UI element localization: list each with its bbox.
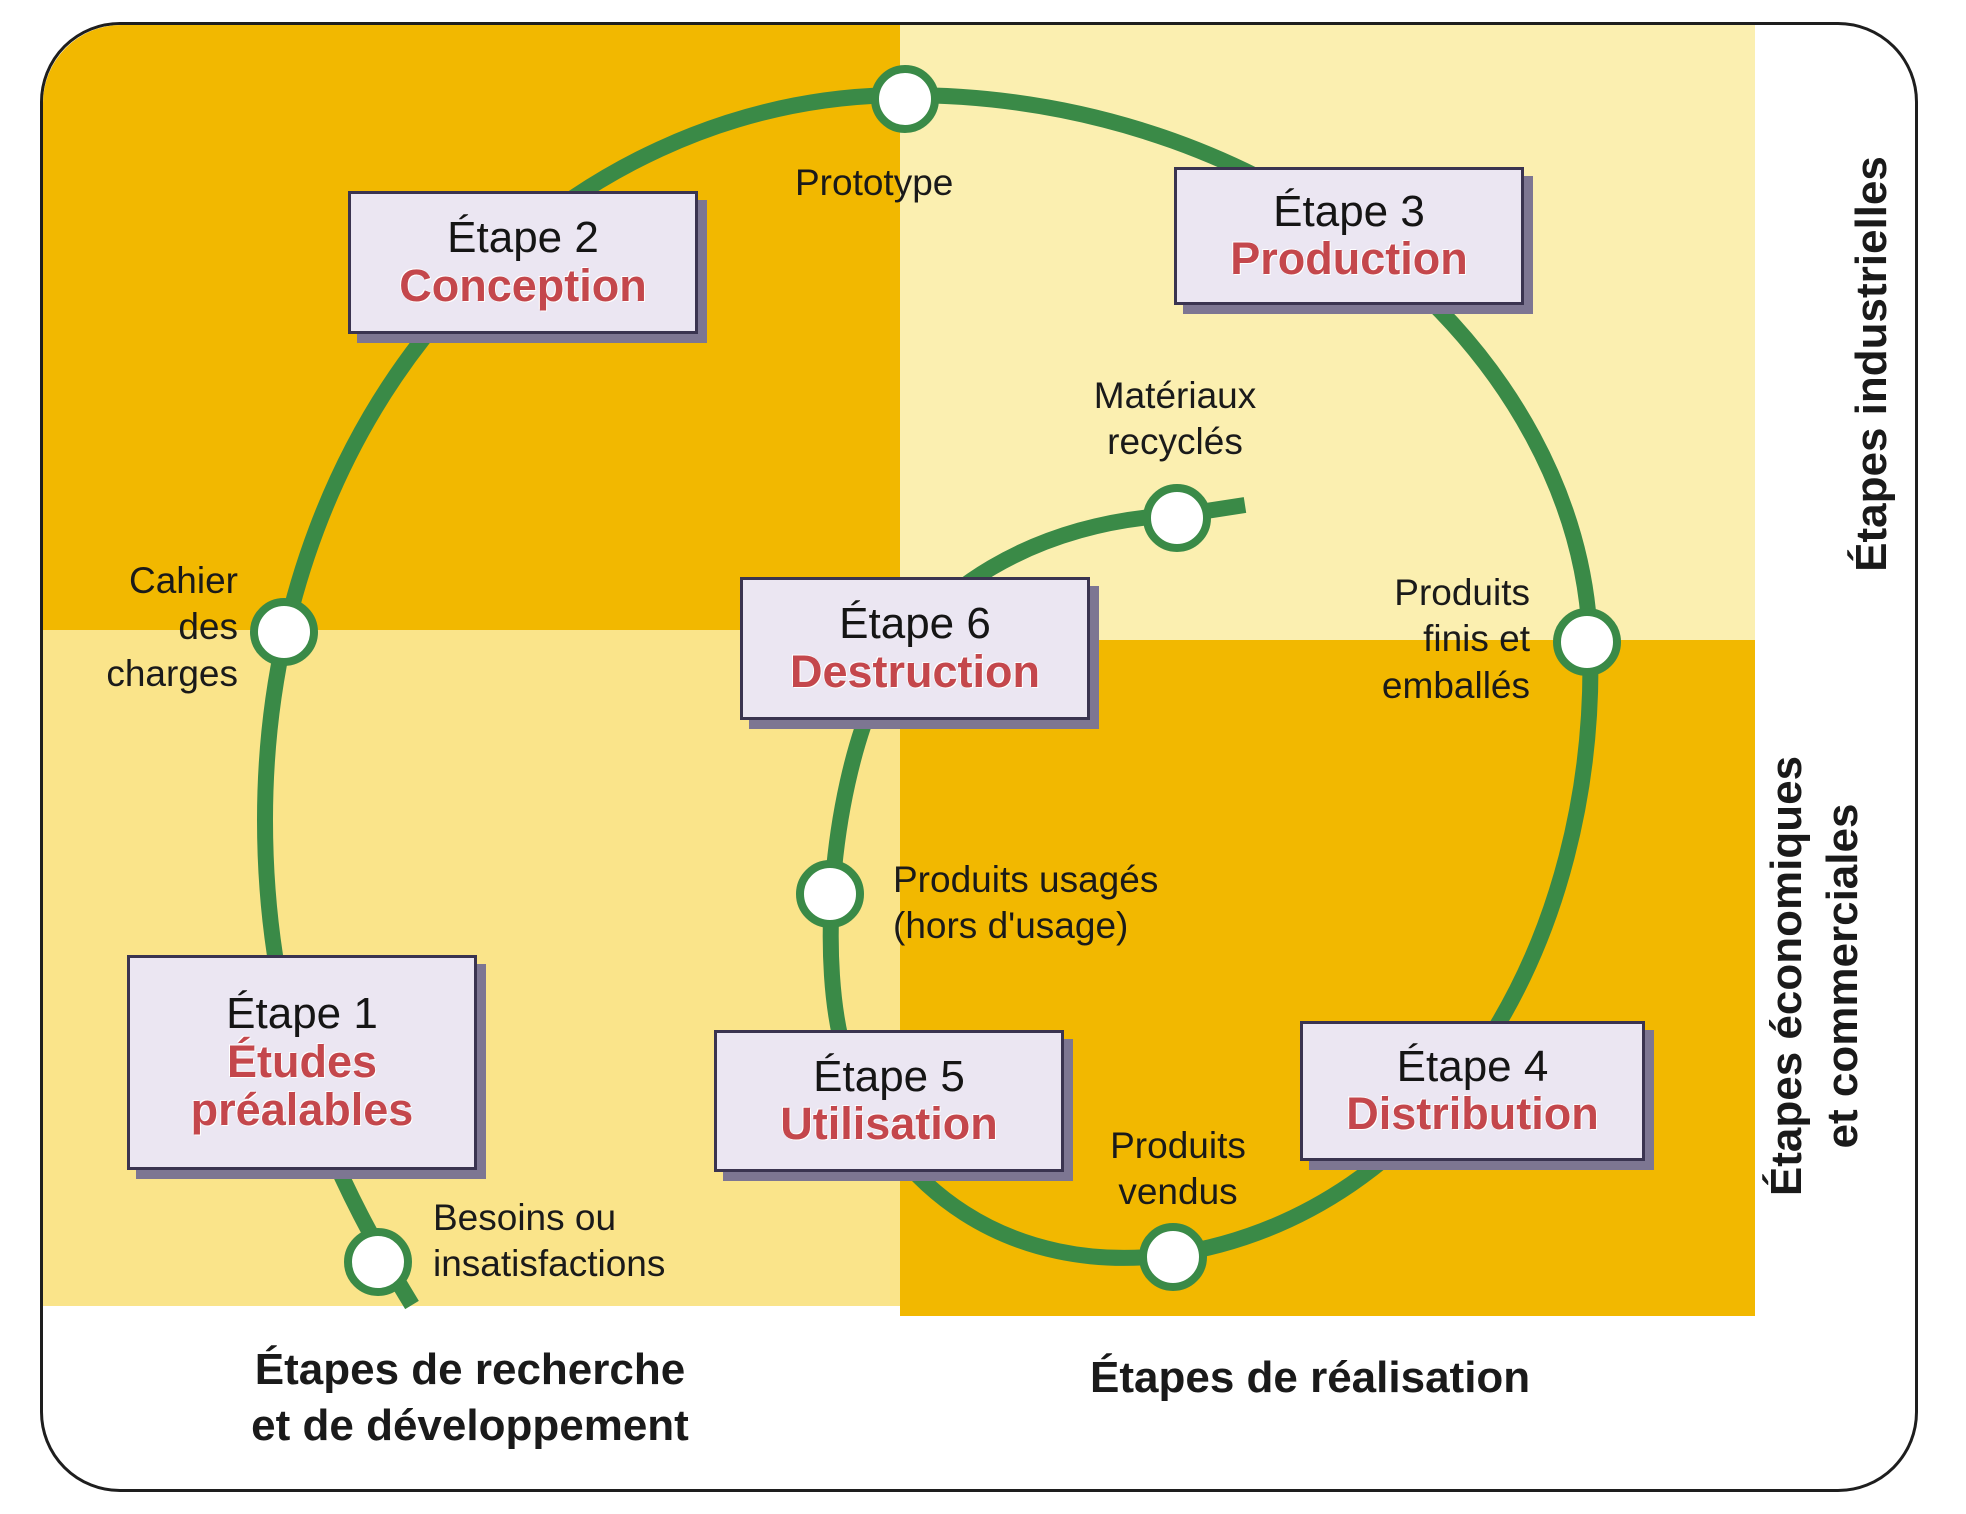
stage-3-name: Production bbox=[1230, 233, 1468, 285]
label-materiaux-recycles: Matériaux recyclés bbox=[1045, 373, 1305, 466]
stage-5-number: Étape 5 bbox=[813, 1051, 965, 1101]
axis-right-top: Étapes industrielles bbox=[1844, 94, 1900, 634]
stage-1-name-line-2: préalables bbox=[190, 1084, 414, 1136]
stage-6-number: Étape 6 bbox=[839, 599, 991, 649]
label-produits-usages: Produits usagés (hors d'usage) bbox=[893, 857, 1158, 950]
label-produits-vendus-line-1: Produits bbox=[1110, 1125, 1246, 1166]
node-produits-usages bbox=[796, 860, 864, 928]
label-besoins-line-2: insatisfactions bbox=[433, 1243, 666, 1285]
axis-right-bottom-line-1: Étapes économiques bbox=[1762, 755, 1811, 1197]
stage-6-name: Destruction bbox=[789, 645, 1041, 697]
label-prototype-line-1: Prototype bbox=[795, 162, 954, 203]
axis-bottom-left: Étapes de recherche et de développement bbox=[170, 1342, 770, 1454]
node-prototype bbox=[871, 65, 939, 133]
stage-4-name: Distribution bbox=[1346, 1088, 1599, 1140]
label-materiaux-line-2: recyclés bbox=[1107, 421, 1243, 463]
node-produits-vendus bbox=[1139, 1223, 1207, 1291]
axis-bottom-right-line-1: Étapes de réalisation bbox=[1090, 1353, 1531, 1402]
node-materiaux-recycles bbox=[1143, 484, 1211, 552]
label-produits-usages-line-2: (hors d'usage) bbox=[893, 905, 1129, 947]
quadrant-bottom-right bbox=[900, 640, 1755, 1316]
axis-right-bottom: Étapes économiques et commerciales bbox=[1759, 706, 1871, 1246]
label-cahier-line-1: Cahier bbox=[129, 560, 238, 601]
label-cahier-line-3: charges bbox=[106, 652, 238, 694]
label-produits-vendus: Produits vendus bbox=[1083, 1123, 1273, 1216]
label-cahier-des-charges: Cahier des charges bbox=[48, 558, 238, 697]
stage-1-number: Étape 1 bbox=[226, 989, 378, 1039]
stage-1-name-line-1: Études bbox=[226, 1035, 378, 1087]
label-prototype: Prototype bbox=[795, 160, 953, 206]
label-produits-finis-line-3: emballés bbox=[1381, 664, 1530, 706]
axis-right-bottom-line-2: et commerciales bbox=[1817, 803, 1867, 1149]
label-produits-finis-line-2: finis et bbox=[1423, 618, 1530, 660]
axis-bottom-left-line-1: Étapes de recherche bbox=[254, 1345, 686, 1394]
stage-1-box: Étape 1 Études préalables bbox=[127, 955, 477, 1170]
axis-bottom-left-line-2: et de développement bbox=[251, 1400, 689, 1450]
stage-3-number: Étape 3 bbox=[1273, 186, 1425, 236]
label-produits-finis: Produits finis et emballés bbox=[1310, 570, 1530, 709]
stage-5-box: Étape 5 Utilisation bbox=[714, 1030, 1064, 1172]
label-besoins-line-1: Besoins ou bbox=[433, 1197, 617, 1238]
label-materiaux-line-1: Matériaux bbox=[1093, 375, 1257, 416]
label-cahier-line-2: des bbox=[178, 606, 238, 648]
stage-6-box: Étape 6 Destruction bbox=[740, 577, 1090, 720]
label-produits-vendus-line-2: vendus bbox=[1118, 1171, 1238, 1213]
label-besoins: Besoins ou insatisfactions bbox=[433, 1195, 665, 1288]
stage-4-number: Étape 4 bbox=[1396, 1041, 1549, 1091]
stage-5-name: Utilisation bbox=[780, 1098, 998, 1150]
stage-2-name: Conception bbox=[399, 259, 647, 311]
node-besoins bbox=[344, 1228, 412, 1296]
node-produits-finis bbox=[1553, 608, 1621, 676]
axis-right-top-line-1: Étapes industrielles bbox=[1847, 156, 1896, 572]
node-cahier-des-charges bbox=[250, 598, 318, 666]
stage-2-box: Étape 2 Conception bbox=[348, 191, 698, 334]
stage-4-box: Étape 4 Distribution bbox=[1300, 1021, 1645, 1161]
label-produits-usages-line-1: Produits usagés bbox=[893, 859, 1159, 900]
label-produits-finis-line-1: Produits bbox=[1394, 572, 1530, 613]
stage-2-number: Étape 2 bbox=[447, 213, 599, 263]
stage-3-box: Étape 3 Production bbox=[1174, 167, 1524, 305]
axis-bottom-right: Étapes de réalisation bbox=[1090, 1350, 1530, 1406]
